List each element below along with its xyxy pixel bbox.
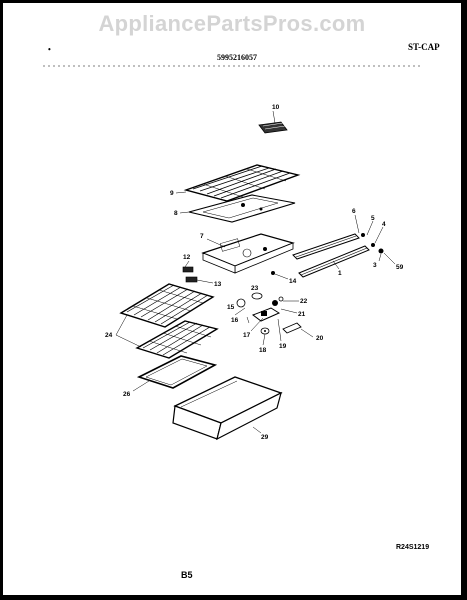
part-bracket-12-13 — [182, 260, 214, 284]
callout-label: 12 — [183, 254, 191, 261]
callout-label: 10 — [272, 104, 280, 111]
part-glass-shelf-frame — [132, 355, 218, 392]
callout-label: 9 — [170, 190, 174, 197]
callout-label: 59 — [396, 264, 404, 271]
header-mark: • — [48, 45, 51, 54]
part-number: 5995216057 — [217, 53, 257, 62]
part-control-housing — [201, 233, 295, 274]
callout-label: 19 — [279, 343, 287, 350]
exploded-parts-diagram: 10 9 8 7 12 13 14 6 5 4 3 59 1 23 22 15 … — [43, 65, 423, 441]
part-wire-shelf-top — [175, 164, 301, 202]
page-code: B5 — [181, 570, 193, 580]
callout-label: 13 — [214, 281, 222, 288]
callout-label: 1 — [338, 270, 342, 277]
callout-label: 15 — [227, 304, 235, 311]
model-code: ST-CAP — [408, 42, 440, 52]
callout-label: 22 — [300, 298, 308, 305]
callout-label: 7 — [200, 233, 204, 240]
callout-label: 5 — [371, 215, 375, 222]
part-thermostat-assembly — [234, 292, 314, 346]
part-wire-shelf-large — [115, 283, 219, 359]
callout-label: 4 — [382, 221, 386, 228]
callout-label: 3 — [373, 262, 377, 269]
callout-label: 26 — [123, 391, 131, 398]
part-screw-14 — [271, 271, 289, 280]
part-shelf-plate — [179, 194, 296, 223]
callout-label: 16 — [231, 317, 239, 324]
watermark: AppliancePartsPros.com — [98, 11, 366, 36]
callout-label: 14 — [289, 278, 297, 285]
callout-label: 17 — [243, 332, 251, 339]
reference-code: R24S1219 — [396, 544, 430, 551]
callout-label: 23 — [251, 285, 259, 292]
callout-label: 6 — [352, 208, 356, 215]
diagram-sheet: AppliancePartsPros.com • 5995216057 ST-C… — [3, 3, 461, 595]
part-shelf-rails — [292, 214, 396, 278]
part-crisper-drawer — [172, 376, 283, 441]
callout-label: 20 — [316, 335, 324, 342]
callout-label: 21 — [298, 311, 306, 318]
callout-label: 29 — [261, 434, 269, 441]
callout-label: 18 — [259, 347, 267, 354]
callout-label: 24 — [105, 332, 113, 339]
callout-label: 8 — [174, 210, 178, 217]
part-small-grille — [258, 110, 288, 134]
